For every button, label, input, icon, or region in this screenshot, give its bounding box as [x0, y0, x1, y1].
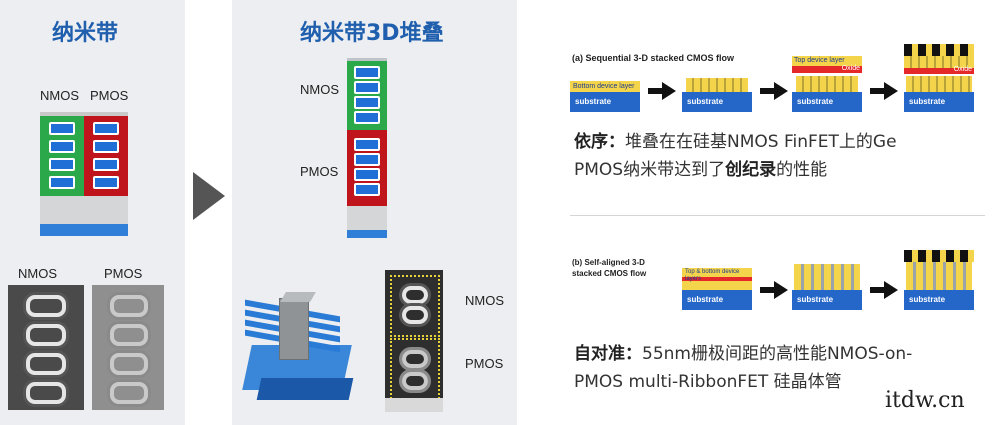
gate-block — [279, 298, 309, 360]
caption-a-prefix: 依序： — [574, 132, 625, 152]
nmos-label: NMOS — [40, 88, 79, 103]
oxide-label: Oxide — [954, 66, 972, 73]
pmos-nanosheet — [93, 158, 119, 171]
stacked-nanosheet-diagram — [347, 58, 387, 238]
pmos-nanosheet — [93, 140, 119, 153]
nanosheet-ring — [110, 295, 148, 317]
device-fins — [794, 264, 860, 290]
flow-b-stage-3: substrate — [904, 250, 974, 310]
pmos-highlight-box — [390, 338, 440, 402]
device-fins — [906, 76, 972, 92]
play-arrow-icon — [193, 172, 225, 220]
pmos-nanosheet — [93, 176, 119, 189]
device-fins — [796, 76, 858, 92]
caption-b-text2: PMOS multi-RibbonFET 硅晶体管 — [574, 372, 842, 392]
nmos-sem-image — [8, 285, 84, 410]
pmos-nanosheet — [354, 153, 380, 166]
flow-a-stage-4: Oxide substrate — [904, 44, 974, 112]
substrate-label: substrate — [904, 92, 974, 112]
arrow-right-icon — [884, 82, 898, 100]
device-fins — [906, 262, 972, 290]
nanosheet-ring — [402, 286, 428, 304]
caption-b-prefix: 自对准： — [574, 344, 642, 364]
nanosheet-ring — [402, 306, 428, 324]
contacts — [904, 44, 974, 56]
nanosheet-ring — [26, 295, 66, 317]
pmos-nanosheet — [354, 138, 380, 151]
watermark: itdw.cn — [885, 388, 965, 413]
sem-nmos-label: NMOS — [18, 266, 57, 281]
substrate-label: substrate — [792, 92, 862, 112]
substrate-layer — [40, 224, 128, 236]
pmos-sem-image — [92, 285, 164, 410]
sem-substrate — [385, 398, 443, 412]
arrow-right-icon — [774, 281, 788, 299]
nmos-nanosheet — [49, 158, 75, 171]
flow-a-stage-3: Top device layer Oxide substrate — [792, 56, 862, 112]
caption-a-text1: 堆叠在在硅基NMOS FinFET上的Ge — [625, 132, 897, 152]
caption-b-text1: 55nm栅极间距的高性能NMOS-on- — [642, 344, 912, 364]
substrate-label: substrate — [570, 92, 640, 112]
nanosheet-ring — [402, 372, 428, 390]
sem-pmos-label: PMOS — [104, 266, 142, 281]
oxide-label: Oxide — [842, 65, 860, 72]
3d-device-rendering — [237, 290, 357, 405]
oxide-layer — [40, 196, 128, 224]
gate-block-top — [280, 292, 316, 302]
pmos-nanosheet — [354, 183, 380, 196]
left-panel-title: 纳米带 — [52, 15, 118, 47]
contacts — [904, 250, 974, 262]
flow-b-title-line1: (b) Self-aligned 3-D — [572, 258, 645, 268]
nmos-nanosheet — [354, 66, 380, 79]
nanosheet-cross-section-diagram — [40, 112, 128, 236]
arrow-right-icon — [774, 82, 788, 100]
nmos-nanosheet — [354, 81, 380, 94]
flow-a-stage-1: Bottom device layer substrate — [570, 72, 640, 112]
stack-pmos-label: PMOS — [300, 164, 338, 179]
substrate-label: substrate — [682, 92, 752, 112]
oxide-layer — [347, 206, 387, 230]
flow-b-stage-2: substrate — [792, 264, 862, 310]
nanosheet-ring — [110, 382, 148, 404]
caption-a-text3: 的性能 — [776, 160, 827, 180]
nanosheet-ring — [110, 353, 148, 375]
substrate-label: substrate — [682, 290, 752, 310]
pmos-label: PMOS — [90, 88, 128, 103]
nanosheet-ring — [402, 350, 428, 368]
device-base-shadow — [257, 378, 354, 400]
flow-b-stage-1: Top & bottom device layers substrate — [682, 268, 752, 310]
substrate-layer — [347, 230, 387, 238]
nmos-nanosheet — [354, 96, 380, 109]
pmos-nanosheet — [354, 168, 380, 181]
bottom-device-layer: Bottom device layer — [570, 81, 640, 92]
flow-a-stage-2: substrate — [682, 72, 752, 112]
caption-a-text2: PMOS纳米带达到了 — [574, 160, 725, 180]
stack-nmos-label: NMOS — [300, 82, 339, 97]
nmos-nanosheet — [354, 111, 380, 124]
substrate-label: substrate — [904, 290, 974, 310]
caption-a-highlight: 创纪录 — [725, 160, 776, 180]
divider — [570, 215, 985, 216]
flow-b-title-line2: stacked CMOS flow — [572, 269, 646, 279]
device-fins — [686, 78, 748, 92]
arrow-right-icon — [884, 281, 898, 299]
substrate-label: substrate — [792, 290, 862, 310]
caption-sequential: 依序：堆叠在在硅基NMOS FinFET上的Ge PMOS纳米带达到了创纪录的性… — [574, 128, 994, 184]
nanosheet-ring — [26, 382, 66, 404]
nanosheet-ring — [26, 353, 66, 375]
sem-stack-pmos-label: PMOS — [465, 356, 503, 371]
nanosheet-ring — [110, 324, 148, 346]
sem-stack-nmos-label: NMOS — [465, 293, 504, 308]
nmos-nanosheet — [49, 140, 75, 153]
pmos-nanosheet — [93, 122, 119, 135]
middle-panel-title: 纳米带3D堆叠 — [300, 15, 444, 47]
nanosheet-ring — [26, 324, 66, 346]
flow-a-title: (a) Sequential 3-D stacked CMOS flow — [572, 53, 734, 63]
stacked-sem-image — [385, 270, 443, 412]
nmos-nanosheet — [49, 176, 75, 189]
top-bottom-device-layers: Top & bottom device layers — [682, 268, 752, 290]
arrow-right-icon — [662, 82, 676, 100]
nmos-nanosheet — [49, 122, 75, 135]
